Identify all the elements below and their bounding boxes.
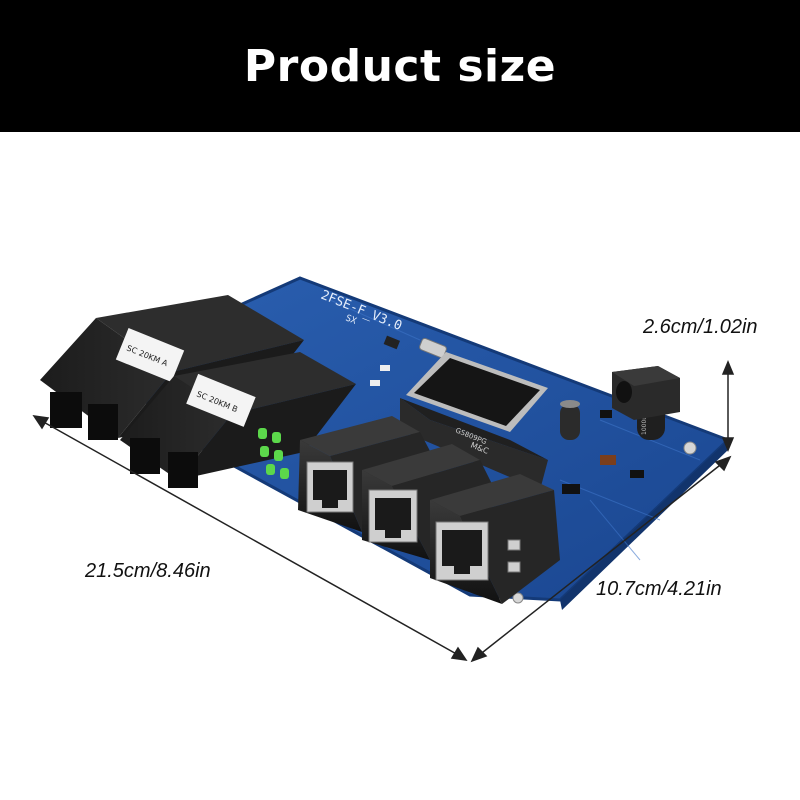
capacitor-label: 1000uF — [641, 412, 648, 435]
status-leds — [258, 428, 289, 479]
mount-hole — [512, 592, 524, 604]
width-dimension-arrow — [470, 455, 732, 663]
length-dimension-arrow — [32, 415, 468, 661]
height-dimension-arrow — [721, 360, 735, 452]
magnetics-block: M&C GS809PG — [400, 398, 548, 490]
main-chip — [406, 352, 548, 432]
height-dimension-label: 2.6cm/1.02in — [643, 316, 758, 338]
width-dimension-label: 10.7cm/4.21in — [596, 578, 722, 600]
pcb-silkscreen-2: SX — [344, 314, 358, 328]
length-dimension-label: 21.5cm/8.46in — [85, 560, 211, 582]
page-title: Product size — [243, 40, 557, 92]
mount-hole — [683, 441, 697, 455]
rj45-port-3 — [430, 474, 560, 604]
dc-power-jack — [612, 366, 680, 420]
header-banner: Product size — [0, 0, 800, 132]
rj45-port-2 — [362, 444, 500, 560]
